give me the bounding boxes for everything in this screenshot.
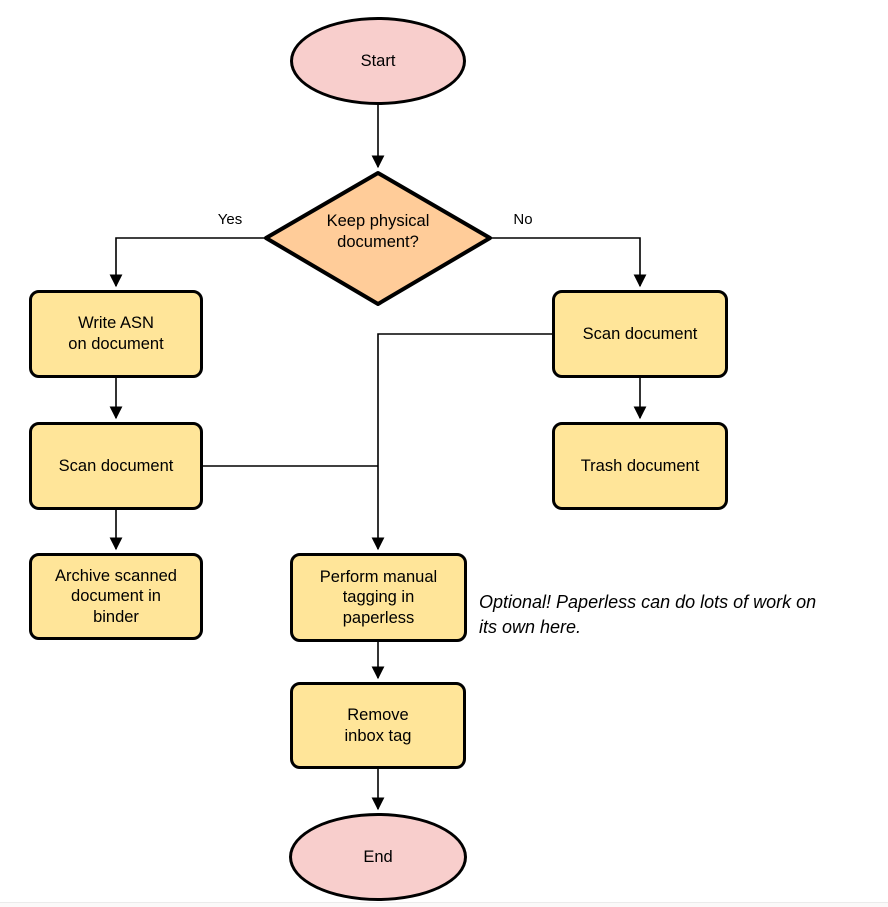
edge-label-yes: Yes (207, 211, 253, 228)
node-remove-inbox-label: Remove inbox tag (344, 705, 412, 745)
node-tagging-label: Perform manual tagging in paperless (319, 567, 438, 627)
node-perform-manual-tagging: Perform manual tagging in paperless (290, 553, 467, 642)
edge-label-no: No (500, 211, 546, 228)
node-end: End (289, 813, 467, 901)
page-bottom-strip (0, 903, 888, 907)
node-scan-document-right: Scan document (552, 290, 728, 378)
node-decision-label: Keep physical document? (326, 212, 430, 251)
node-trash-document: Trash document (552, 422, 728, 510)
node-remove-inbox-tag: Remove inbox tag (290, 682, 466, 769)
edge-decision-no-to-scan-right (491, 237, 647, 288)
node-archive-label: Archive scanned document in binder (55, 566, 177, 626)
node-start-label: Start (360, 51, 396, 70)
edge-scan-right-to-tagging (371, 333, 552, 551)
decision-diamond-shape (264, 171, 492, 306)
node-write-asn-label: Write ASN on document (68, 314, 164, 353)
node-start: Start (290, 17, 466, 105)
page-bottom-divider (0, 902, 888, 903)
node-scan-left-label: Scan document (58, 456, 174, 475)
node-scan-right-label: Scan document (582, 324, 698, 343)
node-write-asn-on-document: Write ASN on document (29, 290, 203, 378)
node-archive-scanned-document: Archive scanned document in binder (29, 553, 203, 640)
optional-annotation: Optional! Paperless can do lots of work … (479, 592, 817, 638)
node-end-label: End (363, 847, 393, 866)
node-scan-document-left: Scan document (29, 422, 203, 510)
edge-decision-yes-to-write-asn (109, 237, 265, 288)
node-trash-label: Trash document (580, 456, 700, 475)
